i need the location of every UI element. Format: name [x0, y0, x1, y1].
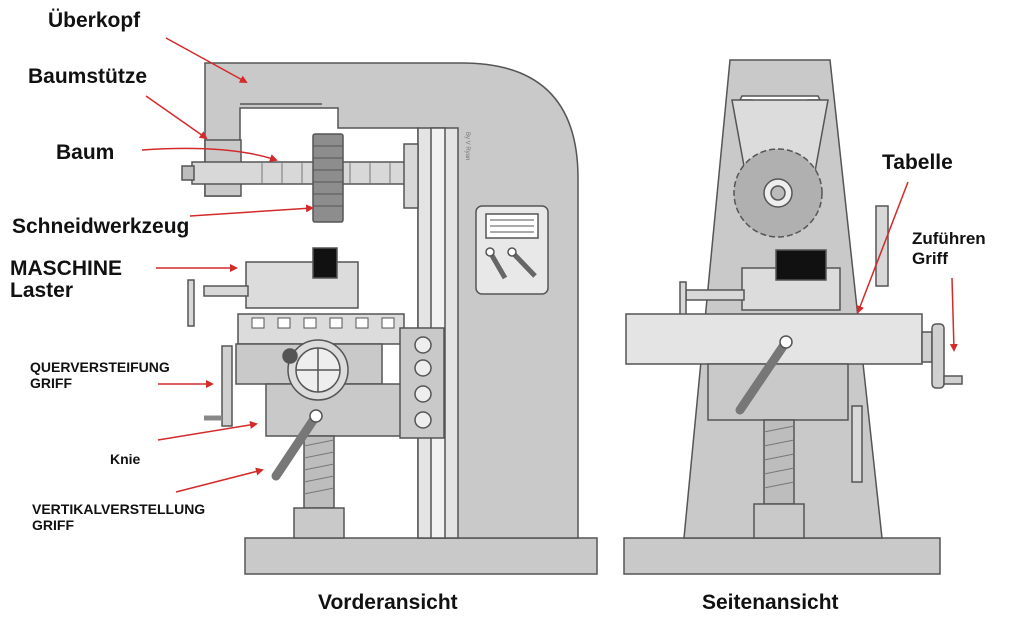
front-elevating-screw: [303, 435, 335, 509]
label-vertikalverstellung: VERTIKALVERSTELLUNG: [32, 501, 206, 517]
front-view: [181, 62, 598, 575]
label-laster: Laster: [10, 279, 74, 302]
front-cutter: [312, 133, 344, 223]
arrow-vertikal: [175, 467, 264, 493]
arrow-baumstuetze: [145, 95, 208, 140]
label-knie: Knie: [110, 451, 141, 467]
front-vise-jaw: [312, 247, 338, 279]
label-tabelle: Tabelle: [882, 151, 953, 174]
arrow-tabelle: [856, 181, 909, 314]
front-vertical-handle: [271, 411, 321, 481]
label-ueberkopf: Überkopf: [48, 9, 141, 32]
front-base: [244, 537, 598, 575]
caption-side-view: Seitenansicht: [702, 591, 839, 614]
arrow-zufuehren: [949, 277, 958, 352]
side-view: [623, 59, 963, 575]
label-querversteifung: QUERVERSTEIFUNG: [30, 359, 170, 375]
label-griff-zufuehren: Griff: [912, 249, 948, 268]
label-griff-quer: GRIFF: [30, 375, 72, 391]
front-arbor: [191, 161, 415, 185]
label-baum: Baum: [56, 141, 115, 164]
label-griff-vertikal: GRIFF: [32, 517, 74, 533]
arrow-baum: [141, 147, 278, 162]
arrow-ueberkopf: [165, 37, 248, 83]
front-vise-body: [245, 261, 359, 309]
side-base: [623, 537, 941, 575]
side-vise-jaw: [775, 249, 827, 281]
label-maschine: MASCHINE: [10, 257, 123, 280]
side-knee: [707, 363, 849, 421]
arrow-schneidwerkzeug: [189, 204, 314, 217]
front-column: [204, 62, 579, 539]
watermark-text: By V Ryan: [464, 132, 470, 160]
arrow-knie: [157, 421, 258, 441]
label-zufuehren: Zuführen: [912, 229, 986, 248]
label-arrows: [141, 37, 958, 493]
caption-front-view: Vorderansicht: [318, 591, 458, 614]
side-elevating-screw: [763, 419, 795, 505]
label-schneidwerkzeug: Schneidwerkzeug: [12, 215, 190, 238]
label-baumstuetze: Baumstütze: [28, 65, 148, 88]
